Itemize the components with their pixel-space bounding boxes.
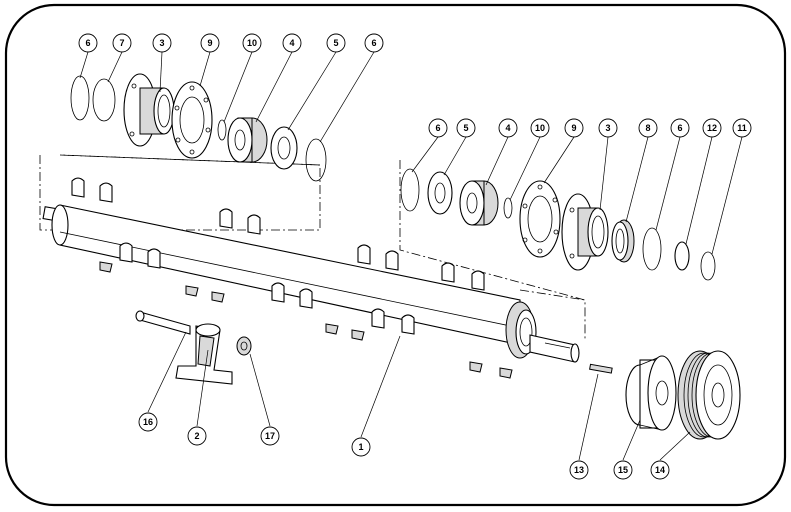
- shaft-key: [589, 363, 613, 374]
- callout-balloon: 7: [112, 33, 132, 53]
- callout-balloon: 6: [78, 33, 98, 53]
- callout-label: 9: [571, 123, 576, 133]
- ring-right: [503, 197, 513, 219]
- leader-lines: [79, 51, 743, 461]
- support-bracket: [175, 323, 233, 385]
- callout-label: 5: [333, 38, 338, 48]
- callout-balloon: 5: [456, 118, 476, 138]
- callout-balloon: 15: [613, 460, 633, 480]
- callout-label: 13: [574, 465, 584, 475]
- callouts-right-top: 6 5 4 10 9 3 8 6 12 11: [428, 118, 752, 138]
- bearing-housing-left: [123, 73, 175, 147]
- callout-balloon: 3: [598, 118, 618, 138]
- callout-label: 3: [159, 38, 164, 48]
- callout-label: 17: [265, 431, 275, 441]
- bearing-housing-right: [561, 193, 609, 271]
- callout-label: 6: [371, 38, 376, 48]
- circlip-right: [700, 251, 716, 281]
- spacer-right: [427, 171, 453, 215]
- bottom-lugs: [99, 261, 513, 379]
- callout-label: 10: [535, 123, 545, 133]
- callout-balloon: 6: [364, 33, 384, 53]
- callout-balloon: 2: [187, 426, 207, 446]
- spacer-left: [270, 126, 298, 170]
- washer-right: [674, 241, 690, 271]
- callout-balloon: 4: [498, 118, 518, 138]
- pivot-pin: [135, 310, 191, 335]
- callout-label: 8: [645, 123, 650, 133]
- gasket-right: [519, 180, 561, 258]
- callout-balloon: 1: [351, 437, 371, 457]
- snap-ring-right-2: [642, 227, 662, 271]
- left-end-parts: [70, 73, 327, 182]
- snap-ring-left-2: [305, 138, 327, 182]
- callout-balloon: 9: [564, 118, 584, 138]
- callout-label: 4: [505, 123, 510, 133]
- taper-bushing: [625, 355, 677, 431]
- bearing-right: [459, 180, 499, 226]
- gasket-left: [171, 81, 213, 159]
- nut: [236, 336, 252, 356]
- ring-left: [217, 119, 227, 141]
- callout-label: 10: [247, 38, 257, 48]
- callout-label: 11: [737, 123, 747, 133]
- callout-balloon: 12: [702, 118, 722, 138]
- callout-balloon: 10: [242, 33, 262, 53]
- callout-balloon: 13: [569, 460, 589, 480]
- callouts-left-top: 6 7 3 9 10 4 5 6: [78, 33, 384, 53]
- bearing-left: [227, 117, 268, 163]
- callout-label: 1: [358, 442, 363, 452]
- callout-balloon: 9: [200, 33, 220, 53]
- seal-left: [92, 78, 116, 122]
- snap-ring-right: [400, 168, 420, 212]
- seal-right: [611, 219, 635, 263]
- callout-balloon: 6: [428, 118, 448, 138]
- v-belt-pulley: [677, 350, 741, 440]
- callout-balloon: 4: [282, 33, 302, 53]
- drawing-frame: [4, 3, 787, 507]
- callout-label: 16: [143, 417, 153, 427]
- middle-lugs: [119, 242, 415, 335]
- callout-balloon: 11: [732, 118, 752, 138]
- callout-label: 15: [618, 465, 628, 475]
- callout-balloon: 16: [138, 412, 158, 432]
- callout-label: 5: [463, 123, 468, 133]
- right-end-parts: [400, 168, 716, 281]
- callout-label: 14: [655, 465, 665, 475]
- main-shaft-assembly: [42, 177, 580, 379]
- callout-label: 7: [119, 38, 124, 48]
- callout-balloon: 8: [638, 118, 658, 138]
- callout-label: 12: [707, 123, 717, 133]
- callout-label: 6: [85, 38, 90, 48]
- callouts-bottom: 16 2 17 1 13 15 14: [138, 412, 670, 480]
- callout-balloon: 5: [326, 33, 346, 53]
- top-lugs: [71, 177, 485, 291]
- callout-balloon: 6: [670, 118, 690, 138]
- callout-label: 6: [677, 123, 682, 133]
- callout-balloon: 14: [650, 460, 670, 480]
- callout-balloon: 10: [530, 118, 550, 138]
- callout-label: 3: [605, 123, 610, 133]
- callout-balloon: 3: [152, 33, 172, 53]
- callout-label: 4: [289, 38, 294, 48]
- bottom-parts: [135, 310, 741, 440]
- callout-balloon: 17: [260, 426, 280, 446]
- callout-label: 2: [194, 431, 199, 441]
- callout-label: 6: [435, 123, 440, 133]
- callout-label: 9: [207, 38, 212, 48]
- snap-ring-left: [70, 75, 90, 121]
